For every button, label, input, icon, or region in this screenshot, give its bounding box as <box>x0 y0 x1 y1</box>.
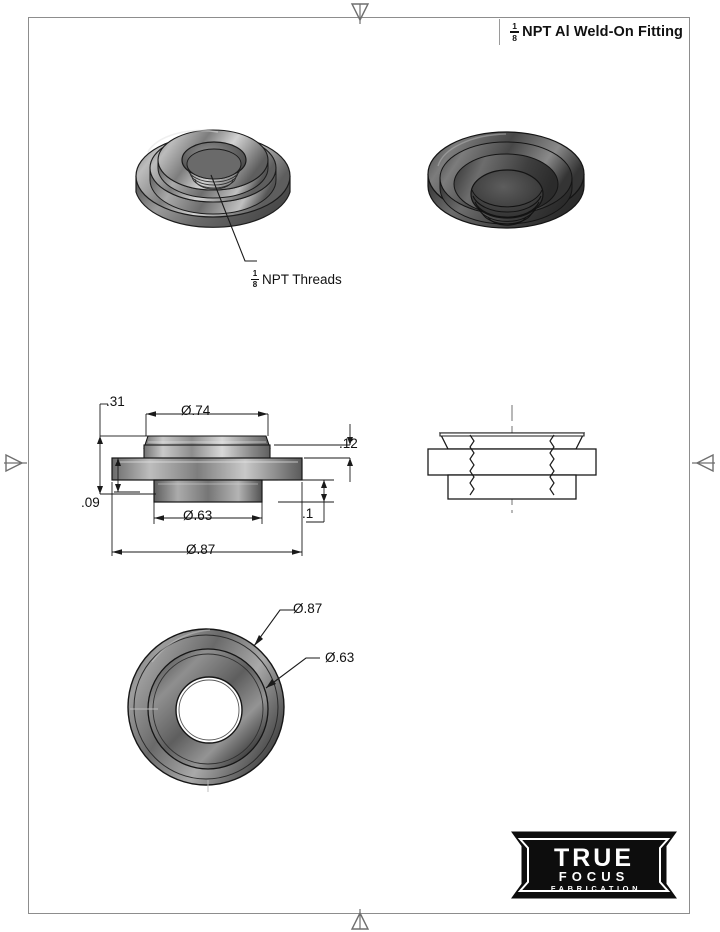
iso-view-top-left <box>128 118 298 258</box>
logo-line3: FABRICATION <box>551 884 641 893</box>
thread-callout-fraction: 1 8 <box>251 269 259 290</box>
outline-section-view <box>424 403 600 520</box>
logo-line2: FOCUS <box>559 869 630 884</box>
thread-callout-label: 1 8 NPT Threads <box>251 264 342 289</box>
centering-mark-top-icon <box>345 1 375 25</box>
dimension-boss-dia: Ø.74 <box>181 403 211 418</box>
company-logo: TRUE FOCUS FABRICATION <box>508 826 680 904</box>
dimension-flange-dia: Ø.87 <box>186 542 216 557</box>
logo-line1: TRUE <box>554 844 634 872</box>
centering-mark-right-icon <box>692 448 718 478</box>
dimension-hub-length: .1 <box>302 506 314 521</box>
thread-callout-leader <box>205 174 275 280</box>
title-label: NPT Al Weld-On Fitting <box>522 24 683 40</box>
title-block: 1 8 NPT Al Weld-On Fitting <box>499 19 690 45</box>
fraction-bar <box>251 279 259 281</box>
dimension-flange-thickness: .12 <box>339 436 358 451</box>
bottom-view-leader-outer <box>250 604 310 655</box>
bottom-view-inner-dia-label: Ø.63 <box>325 650 355 665</box>
dimension-flange-offset: .09 <box>81 495 100 510</box>
dimension-overall-height: .31 <box>106 394 125 409</box>
thread-callout-text: NPT Threads <box>262 272 342 288</box>
page-title: 1 8 NPT Al Weld-On Fitting <box>510 22 683 42</box>
bottom-view-outer-dia-label: Ø.87 <box>293 601 323 616</box>
bottom-plan-view <box>118 620 298 800</box>
centering-mark-bottom-icon <box>345 907 375 932</box>
bottom-view-leader-inner <box>262 652 326 699</box>
iso-view-top-right <box>422 122 590 257</box>
title-fraction: 1 8 <box>510 22 520 42</box>
fraction-bar <box>510 31 520 33</box>
side-elevation-view <box>78 392 378 577</box>
dimension-hub-dia: Ø.63 <box>183 508 213 523</box>
centering-mark-left-icon <box>2 448 28 478</box>
